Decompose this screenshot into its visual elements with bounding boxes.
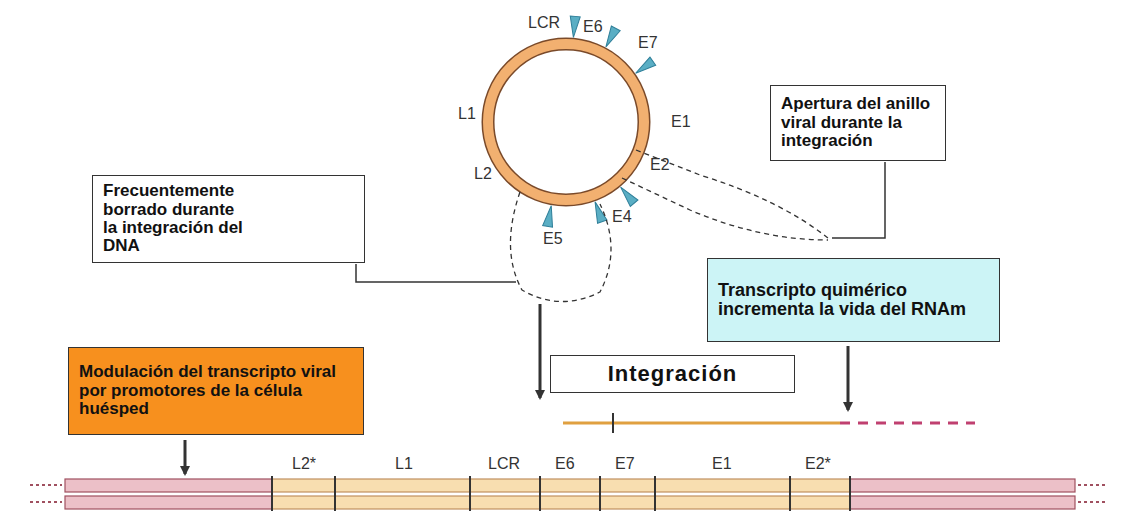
gene-label: L2* [292,455,316,473]
box-text: Transcripto quimérico incrementa la vida… [718,281,989,320]
viral-ring [488,44,644,200]
gene-label: LCR [528,14,560,32]
callout-box: Apertura del anillo viral durante la int… [770,85,946,161]
down-arrow [184,440,187,474]
dashed-loop [510,192,611,302]
gene-label: E5 [543,230,563,248]
viral-ring-outline [488,44,644,200]
box-text: Apertura del anillo viral durante la int… [781,95,935,150]
down-arrow [539,304,542,398]
callout-box: Modulación del transcripto viral por pro… [68,347,364,435]
gene-label: E7 [615,455,635,473]
gene-label: E1 [671,113,691,131]
text-holder: Transcripto quimérico incrementa la vida… [718,281,989,320]
callout-box: Transcripto quimérico incrementa la vida… [707,258,1000,342]
callout-box: Frecuentemente borrado durante la integr… [92,175,365,263]
integrated-genome [30,476,1108,511]
text-holder: Integración [561,362,784,386]
text-holder: Frecuentemente borrado durante la integr… [103,182,354,255]
gene-label: L1 [458,105,476,123]
gene-label: E7 [638,34,658,52]
gene-label: LCR [488,455,520,473]
dashed-wedge [622,150,828,240]
box-text: Frecuentemente borrado durante la integr… [103,182,253,255]
gene-label: E2 [650,156,670,174]
step-label-box: Integración [550,355,795,393]
gene-label: E6 [555,455,575,473]
gene-label: E4 [612,208,632,226]
gene-label: E2* [805,455,831,473]
box-text: Modulación del transcripto viral por pro… [79,363,353,418]
tick [612,413,614,433]
host-dashed-line [840,422,975,425]
viral-fragment-line [563,422,840,425]
leader-line [832,162,885,238]
text-holder: Modulación del transcripto viral por pro… [79,363,353,418]
text-holder: Apertura del anillo viral durante la int… [781,95,935,150]
gene-label: L1 [395,455,413,473]
box-text: Integración [561,362,784,386]
leader-line [356,264,516,282]
gene-label: L2 [474,165,492,183]
down-arrow [847,346,850,410]
gene-label: E6 [583,18,603,36]
gene-label: E1 [712,455,732,473]
